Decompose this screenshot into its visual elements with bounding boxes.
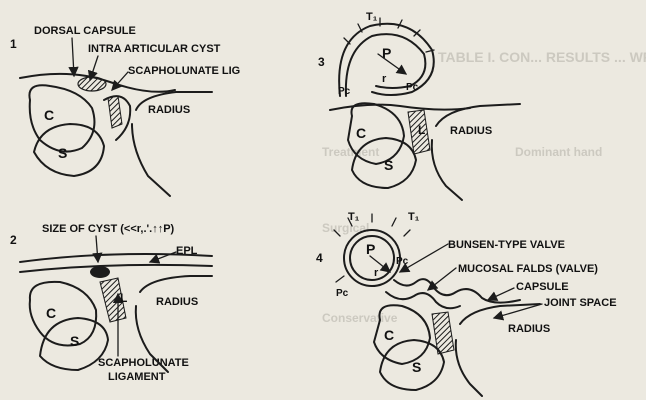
panel-2-number: 2: [10, 233, 17, 247]
panel-2: 2 SIZE OF CYST (<<r,.'.↑↑P) EPL RADIUS S…: [10, 223, 212, 383]
label-s-4: S: [412, 359, 421, 375]
label-dorsal-capsule: DORSAL CAPSULE: [34, 25, 136, 37]
label-capsule: CAPSULE: [516, 281, 569, 293]
capitate-bone-2: [30, 282, 96, 346]
panel-4-number: 4: [316, 251, 323, 265]
arrow-capsule: [488, 288, 514, 300]
label-scapholunate-lig: SCAPHOLUNATE LIG: [128, 65, 240, 77]
label-pc-right-4: Pc: [396, 256, 409, 267]
label-bunsen-valve: BUNSEN-TYPE VALVE: [448, 239, 565, 251]
label-size-of-cyst: SIZE OF CYST (<<r,.'.↑↑P): [42, 223, 175, 235]
radius-top-3: [436, 104, 520, 126]
label-pc-left: Pc: [338, 86, 351, 97]
label-c-3: C: [356, 125, 366, 141]
label-mucosal-folds: MUCOSAL FALDS (VALVE): [458, 263, 598, 275]
label-c-2: C: [46, 305, 56, 321]
label-radius-2: RADIUS: [156, 296, 198, 308]
bg-table-title: TABLE I. CON... RESULTS ... WRIST: [438, 49, 646, 65]
label-r: r: [382, 73, 387, 85]
panel-4: 4 T₁ T₁ P r Pc Pc BUNSEN-TYPE VALVE MUCO…: [316, 211, 617, 396]
label-l-2: L: [120, 291, 127, 305]
panel-3: 3 T₁ P r Pc Pc C S L RADIUS: [318, 11, 520, 200]
cyst-2: [90, 266, 110, 278]
epl-tendon-top: [20, 254, 212, 262]
mucosal-fold-valve: [394, 279, 520, 302]
bg-col-dominant: Dominant hand: [515, 145, 602, 159]
bg-row-conservative: Conservative: [322, 311, 398, 325]
radius-side: [132, 124, 170, 196]
arrow-radius-r: [378, 54, 406, 74]
panel-3-number: 3: [318, 55, 325, 69]
radius-side-4: [456, 340, 482, 396]
intra-articular-cyst-shape: [78, 77, 106, 91]
label-c: C: [44, 107, 54, 123]
label-pc-left-4: Pc: [336, 288, 349, 299]
label-s-2: S: [70, 333, 79, 349]
bg-row-surgical: Surgical: [322, 221, 369, 235]
label-c-4: C: [384, 327, 394, 343]
radius-top-2: [140, 276, 212, 292]
label-p-4: P: [366, 241, 375, 257]
label-scapholunate: SCAPHOLUNATE: [98, 357, 189, 369]
background-page-text: TABLE I. CON... RESULTS ... WRIST Treatm…: [322, 49, 646, 325]
capitate-bone: [29, 85, 94, 151]
label-intra-articular-cyst: INTRA ARTICULAR CYST: [88, 43, 221, 55]
label-l-3: L: [418, 123, 425, 137]
label-radius: RADIUS: [148, 104, 190, 116]
radius-side-3: [432, 140, 462, 200]
epl-tendon-bottom: [20, 265, 212, 272]
scapholunate-ligament-shape: [108, 96, 122, 128]
label-radius-3: RADIUS: [450, 125, 492, 137]
label-pc-right: Pc: [406, 82, 419, 93]
panel-1: 1 DORSAL CAPSULE INTRA ARTICULAR CYST SC…: [10, 25, 240, 196]
arrow-radius-r-4: [370, 256, 390, 272]
radius-top-4: [460, 304, 540, 324]
label-s: S: [58, 145, 67, 161]
label-t1-right: T₁: [408, 211, 420, 223]
label-r-4: r: [374, 267, 379, 279]
label-ligament: LIGAMENT: [108, 371, 166, 383]
label-joint-space: JOINT SPACE: [544, 297, 617, 309]
arrow-dorsal-capsule: [72, 38, 74, 76]
panel-1-number: 1: [10, 37, 17, 51]
label-s-3: S: [384, 157, 393, 173]
arrow-size-of-cyst: [96, 236, 98, 262]
label-radius-4: RADIUS: [508, 323, 550, 335]
label-t1: T₁: [366, 11, 378, 23]
